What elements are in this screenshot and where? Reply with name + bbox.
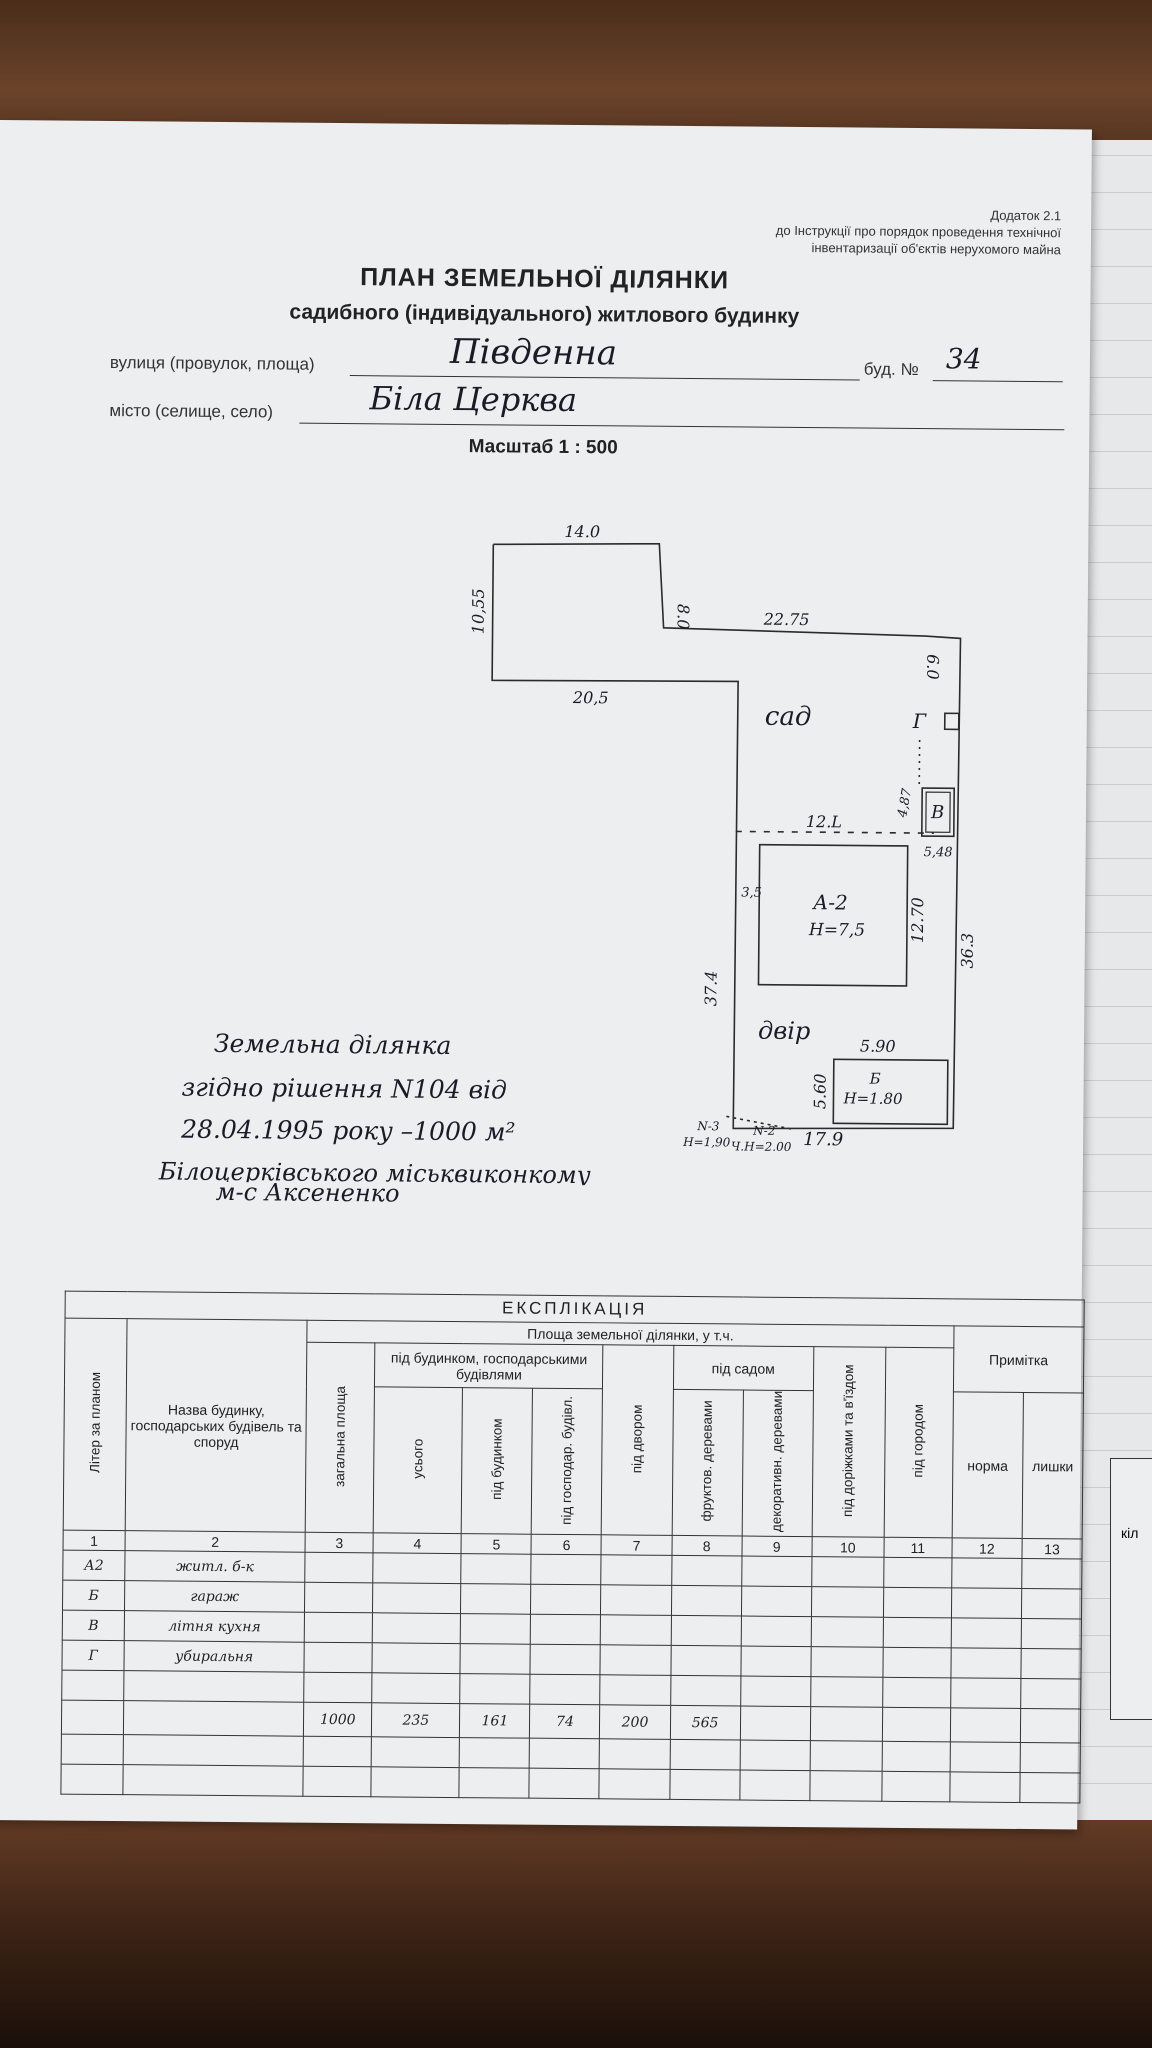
col-num: 9: [741, 1536, 812, 1557]
label-v-letter: В: [930, 802, 944, 823]
col-total-header: загальна площа: [305, 1342, 376, 1533]
label-garden: сад: [765, 702, 812, 732]
buildings-group-header: під будинком, господарськими будівлями: [374, 1342, 604, 1389]
label-g-letter: Г: [912, 709, 927, 733]
col-decor-header: декоративн. деревами: [741, 1390, 814, 1537]
dim-shed: 4,87: [895, 787, 915, 820]
col-num: 12: [951, 1537, 1023, 1559]
col-vegetable-header: під городом: [883, 1347, 954, 1538]
col-num: 2: [125, 1530, 306, 1553]
row-letter: А2: [62, 1550, 126, 1581]
toilet-g-outline: [943, 712, 960, 731]
col-all-header: усього: [373, 1386, 463, 1534]
row-name: літня кухня: [124, 1610, 305, 1643]
label-yard: двір: [758, 1017, 810, 1045]
dim-garage-width: 5.90: [860, 1037, 896, 1056]
col-num: 11: [883, 1537, 952, 1558]
shed-v-inner: [925, 791, 951, 833]
dim-garage-height: 5.60: [810, 1073, 829, 1109]
col-num: 6: [531, 1534, 602, 1555]
document-sheet: Додаток 2.1 до Інструкції про порядок пр…: [0, 120, 1092, 1830]
col-num: 1: [63, 1530, 126, 1551]
col-fruit-header: фруктов. деревами: [671, 1389, 744, 1537]
label-gate-1: N-3: [696, 1119, 720, 1133]
row-name: гараж: [124, 1580, 305, 1613]
house-a2-outline: [757, 843, 909, 987]
col-num: 4: [373, 1532, 462, 1554]
col-under-house-header: під будинком: [461, 1387, 533, 1535]
dim-right-top: 6.0: [923, 654, 942, 680]
shed-v-outline: [920, 787, 956, 838]
adjacent-sheet-text: кіл: [1121, 1525, 1139, 1541]
explication-table: ЕКСПЛІКАЦІЯ Літер за планом Назва будинк…: [60, 1291, 1085, 1803]
plot-boundary: [491, 542, 962, 1130]
dim-house-small: 3,5: [741, 885, 762, 900]
col-norm-header: норма: [951, 1391, 1024, 1539]
garage-b-outline: [832, 1058, 949, 1126]
col-excess-header: лишки: [1022, 1392, 1084, 1539]
garden-divider-line: [735, 830, 934, 834]
dim-dashed: 12.L: [806, 812, 842, 831]
dim-house-side: 12.70: [908, 897, 927, 943]
col-num: 10: [811, 1536, 884, 1558]
value-all: 235: [371, 1702, 461, 1738]
value-total: 1000: [303, 1702, 372, 1737]
label-gate-2: N-2: [752, 1124, 775, 1138]
value-under-house: 161: [459, 1703, 531, 1739]
note-line-5: м-с Аксененко: [215, 1177, 400, 1208]
value-yard: 200: [599, 1704, 671, 1740]
dim-bottom: 17.9: [803, 1129, 843, 1150]
label-garage-letter: Б: [869, 1070, 881, 1088]
wooden-table-bottom: [0, 1800, 1152, 2048]
col-paths-header: під доріжками та в'їздом: [811, 1346, 886, 1538]
value-fruit: 565: [669, 1705, 741, 1741]
col-letter-header: Літер за планом: [63, 1318, 128, 1531]
dim-top: 14.0: [564, 522, 600, 541]
row-letter: Б: [62, 1580, 125, 1611]
col-num: 5: [461, 1533, 532, 1555]
label-garage-height: Н=1.80: [842, 1089, 903, 1108]
value-under-outbuild: 74: [529, 1704, 601, 1739]
dim-mid-top: 22.75: [763, 610, 810, 629]
col-num: 3: [305, 1532, 374, 1553]
row-name: убиральня: [124, 1640, 305, 1673]
row-name: житл. б-к: [124, 1550, 306, 1583]
note-line-2: згідно рішення N104 від: [181, 1073, 507, 1105]
adjacent-sheet-table: кіл: [1110, 1458, 1152, 1720]
dim-shed-2: 5,48: [924, 845, 953, 860]
label-gate-2-height: Ч.Н=2.00: [731, 1139, 792, 1154]
col-name-header: Назва будинку, господарських будівель та…: [125, 1318, 308, 1533]
dim-left-long: 37.4: [701, 971, 720, 1007]
col-num: 13: [1021, 1538, 1083, 1559]
dim-right-long: 36.3: [958, 933, 977, 969]
row-letter: В: [62, 1610, 125, 1641]
dim-notch: 8.0: [674, 604, 693, 630]
land-plot-drawing: 14.0 10,55 8.0 22.75 6.0 20,5 12.L 37.4 …: [158, 522, 977, 1189]
label-house-height: Н=7,5: [808, 920, 865, 940]
col-num: 8: [671, 1535, 742, 1557]
col-num: 7: [601, 1534, 672, 1556]
col-yard-header: під двором: [601, 1344, 674, 1536]
dim-lower-top: 20,5: [572, 688, 609, 707]
garden-group-header: під садом: [672, 1345, 814, 1391]
remark-header: Примітка: [953, 1325, 1085, 1394]
col-under-outbuild-header: під господар. будівл.: [531, 1388, 603, 1535]
dim-left: 10,55: [469, 588, 488, 634]
note-line-3: 28.04.1995 року –1000 м²: [180, 1115, 516, 1147]
label-house-letter: А-2: [811, 890, 848, 914]
row-letter: Г: [61, 1640, 125, 1671]
label-gate-1-height: Н=1,90: [682, 1135, 731, 1149]
note-line-1: Земельна ділянка: [214, 1029, 452, 1060]
